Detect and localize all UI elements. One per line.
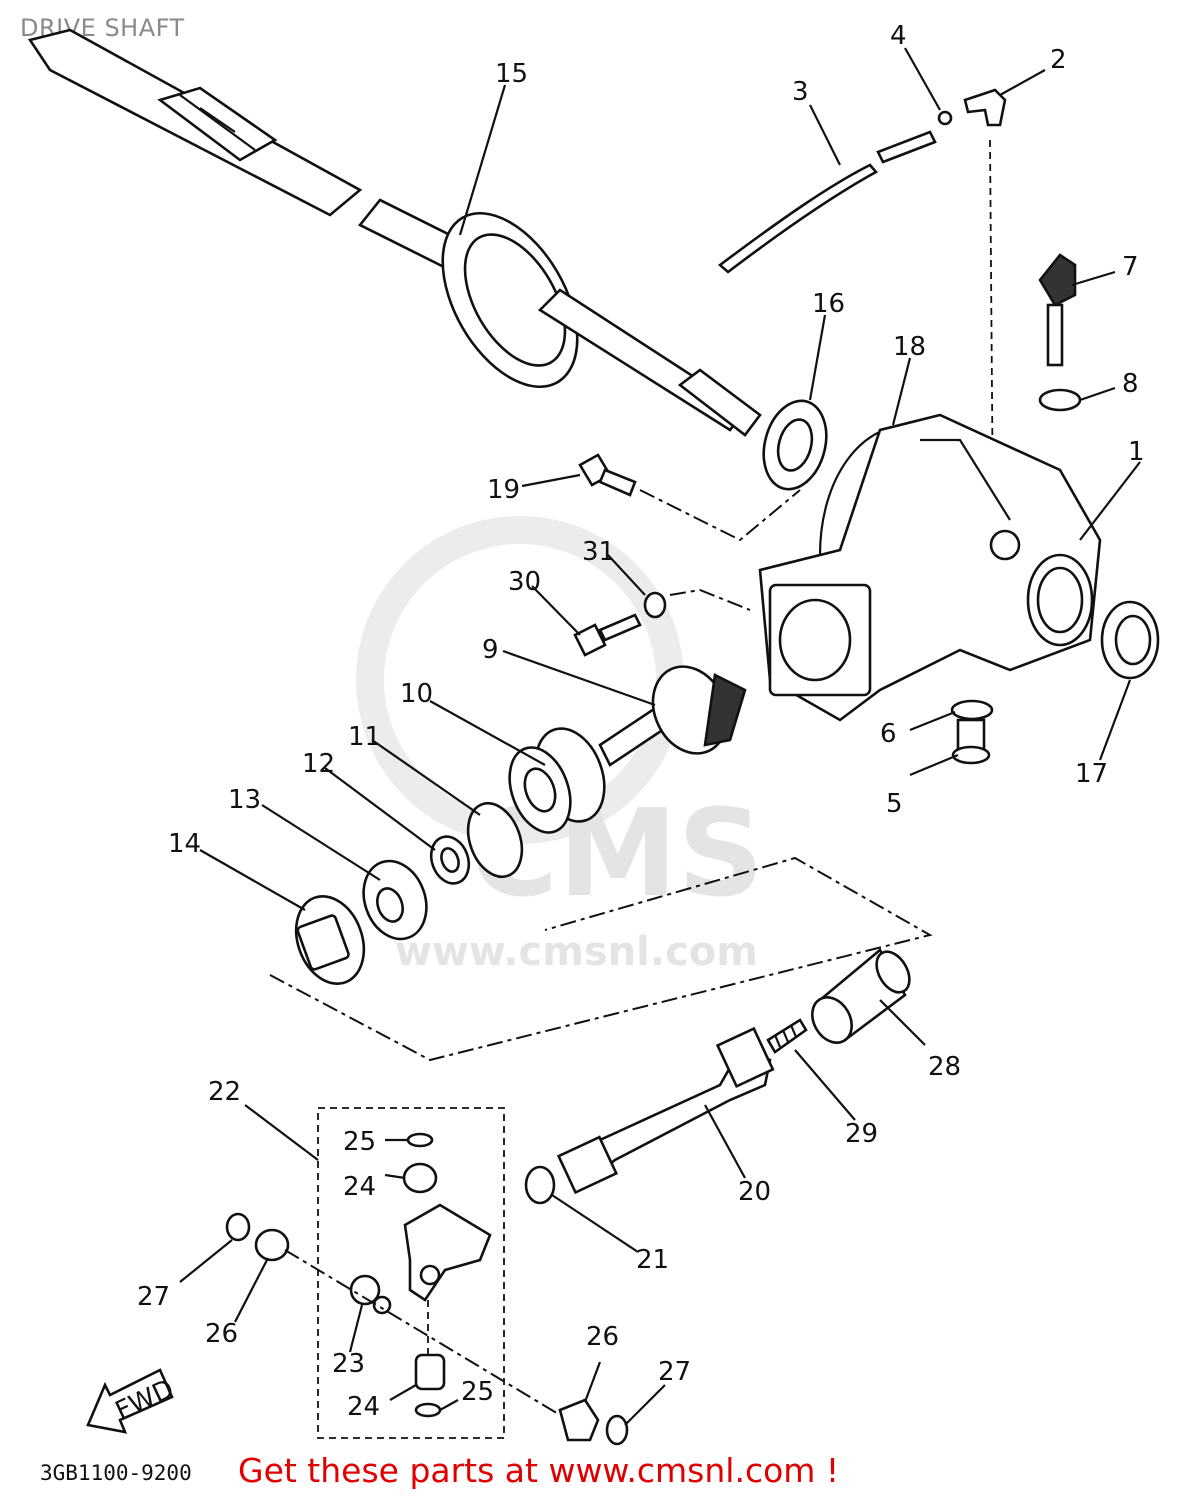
callout-31: 31 (582, 537, 615, 567)
part-26-cap-left[interactable] (254, 1228, 290, 1262)
part-27-washer-left[interactable] (225, 1212, 251, 1242)
part-4-clip[interactable] (937, 110, 953, 126)
callout-6: 6 (880, 719, 897, 749)
callout-17: 17 (1075, 759, 1108, 789)
part-29-spring[interactable] (766, 1018, 808, 1054)
part-8-o-ring[interactable] (1038, 388, 1082, 412)
part-6-gasket[interactable] (950, 699, 994, 721)
callout-30: 30 (508, 567, 541, 597)
callout-3: 3 (792, 77, 809, 107)
callout-9: 9 (482, 635, 499, 665)
part-3-breather-hose[interactable] (717, 130, 937, 274)
part-16-oil-seal[interactable] (754, 394, 835, 496)
callout-27-left: 27 (137, 1282, 170, 1312)
part-30-bolt[interactable] (573, 613, 642, 657)
part-27-washer-right[interactable] (605, 1414, 629, 1446)
callout-26-left: 26 (205, 1319, 238, 1349)
part-31-washer[interactable] (643, 588, 751, 619)
callout-25-top: 25 (343, 1127, 376, 1157)
part-14-ring-nut[interactable] (285, 887, 376, 993)
part-24-bearing-cup-bottom (414, 1353, 446, 1391)
callout-24-top: 24 (343, 1172, 376, 1202)
callout-19: 19 (487, 475, 520, 505)
callout-28: 28 (928, 1052, 961, 1082)
part-20-drive-shaft[interactable] (556, 1026, 775, 1195)
callout-26-right: 26 (586, 1322, 619, 1352)
part-26-cap-right[interactable] (558, 1398, 600, 1442)
part-10-bearing-housing[interactable] (499, 719, 617, 841)
part-15-ring-gear-shaft[interactable] (27, 28, 762, 437)
part-22-universal-joint-assembly[interactable] (317, 1107, 505, 1439)
callout-12: 12 (302, 749, 335, 779)
callout-16: 16 (812, 289, 845, 319)
callout-21: 21 (636, 1245, 669, 1275)
callout-4: 4 (890, 21, 907, 51)
callout-labels: 1 2 3 4 5 6 7 8 9 10 11 12 13 14 15 16 1… (137, 21, 1145, 1422)
callout-27-right: 27 (658, 1357, 691, 1387)
callout-25-bottom: 25 (461, 1377, 494, 1407)
part-1-final-gear-case[interactable] (758, 413, 1102, 722)
watermark-text: www.cmsnl.com (395, 929, 758, 975)
part-23-spider (349, 1274, 392, 1315)
part-7-drain-bolt-sensor[interactable] (1038, 253, 1077, 367)
part-28-coupling[interactable] (804, 946, 916, 1050)
callout-2: 2 (1050, 45, 1067, 75)
part-19-bolt[interactable] (578, 453, 801, 542)
part-12-bearing[interactable] (425, 831, 475, 888)
promo-link[interactable]: Get these parts at www.cmsnl.com ! (238, 1451, 840, 1490)
part-5-drain-plug[interactable] (951, 718, 991, 765)
leader-lines (179, 47, 1141, 1426)
part-11-o-ring[interactable] (459, 796, 532, 885)
callout-7: 7 (1122, 252, 1139, 282)
part-9-drive-pinion-gear[interactable] (598, 654, 747, 767)
part-21-circlip[interactable] (524, 1165, 556, 1205)
part-24-bearing-cup-top (402, 1162, 438, 1194)
fwd-arrow-icon: FWD (86, 1368, 179, 1434)
callout-8: 8 (1122, 369, 1139, 399)
callout-11: 11 (348, 722, 381, 752)
part-25-circlip-bottom (414, 1402, 442, 1418)
part-25-circlip-top (406, 1132, 434, 1148)
callout-22: 22 (208, 1077, 241, 1107)
part-17-oil-seal[interactable] (1100, 600, 1160, 680)
callout-18: 18 (893, 332, 926, 362)
callout-13: 13 (228, 785, 261, 815)
callout-10: 10 (400, 679, 433, 709)
callout-1: 1 (1128, 437, 1145, 467)
callout-20: 20 (738, 1177, 771, 1207)
callout-24-bottom: 24 (347, 1392, 380, 1422)
callout-23: 23 (332, 1349, 365, 1379)
callout-5: 5 (886, 789, 903, 819)
drawing-code: 3GB1100-9200 (40, 1461, 192, 1485)
callout-15: 15 (495, 59, 528, 89)
callout-14: 14 (168, 829, 201, 859)
callout-29: 29 (845, 1119, 878, 1149)
